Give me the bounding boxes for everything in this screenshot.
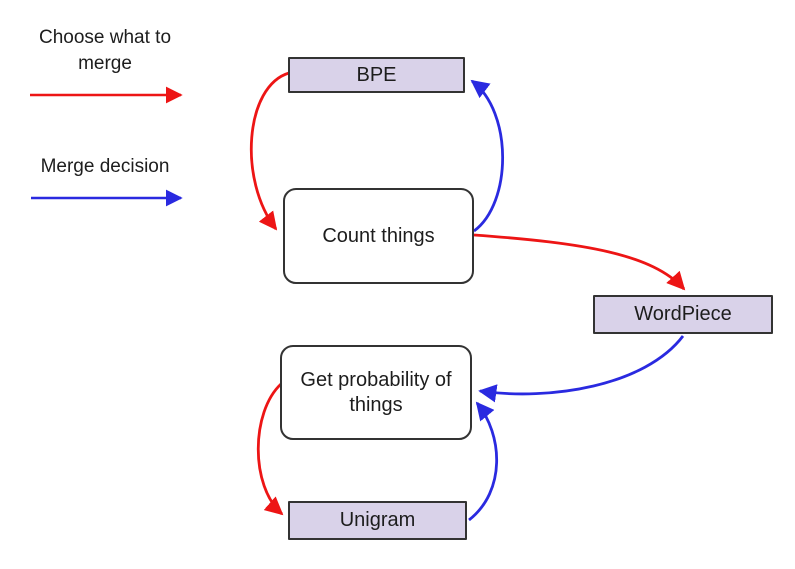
node-unigram: Unigram [288, 501, 467, 540]
edge-count-to-wordpiece-red [473, 233, 686, 291]
node-bpe-label: BPE [356, 63, 397, 86]
node-count-things-label: Count things [322, 224, 435, 247]
node-count-things: Count things [283, 188, 474, 284]
legend-label-merge-decision: Merge decision [40, 156, 170, 177]
node-get-probability: Get probability of things [280, 345, 472, 440]
edge-getprob-to-unigram-red [256, 382, 284, 516]
node-unigram-label: Unigram [339, 509, 416, 531]
edge-unigram-to-getprob-blue [468, 401, 499, 522]
edge-count-to-bpe-blue [470, 79, 505, 233]
node-get-probability-label: Get probability of things [300, 368, 452, 416]
node-wordpiece-label: WordPiece [634, 303, 732, 325]
node-wordpiece: WordPiece [593, 295, 773, 334]
node-bpe: BPE [288, 57, 465, 93]
legend-label-choose-what-to-merge: Choose what to merge [38, 27, 172, 74]
edge-bpe-to-count-red [249, 71, 290, 231]
edge-wordpiece-to-getprob-blue [478, 335, 685, 403]
